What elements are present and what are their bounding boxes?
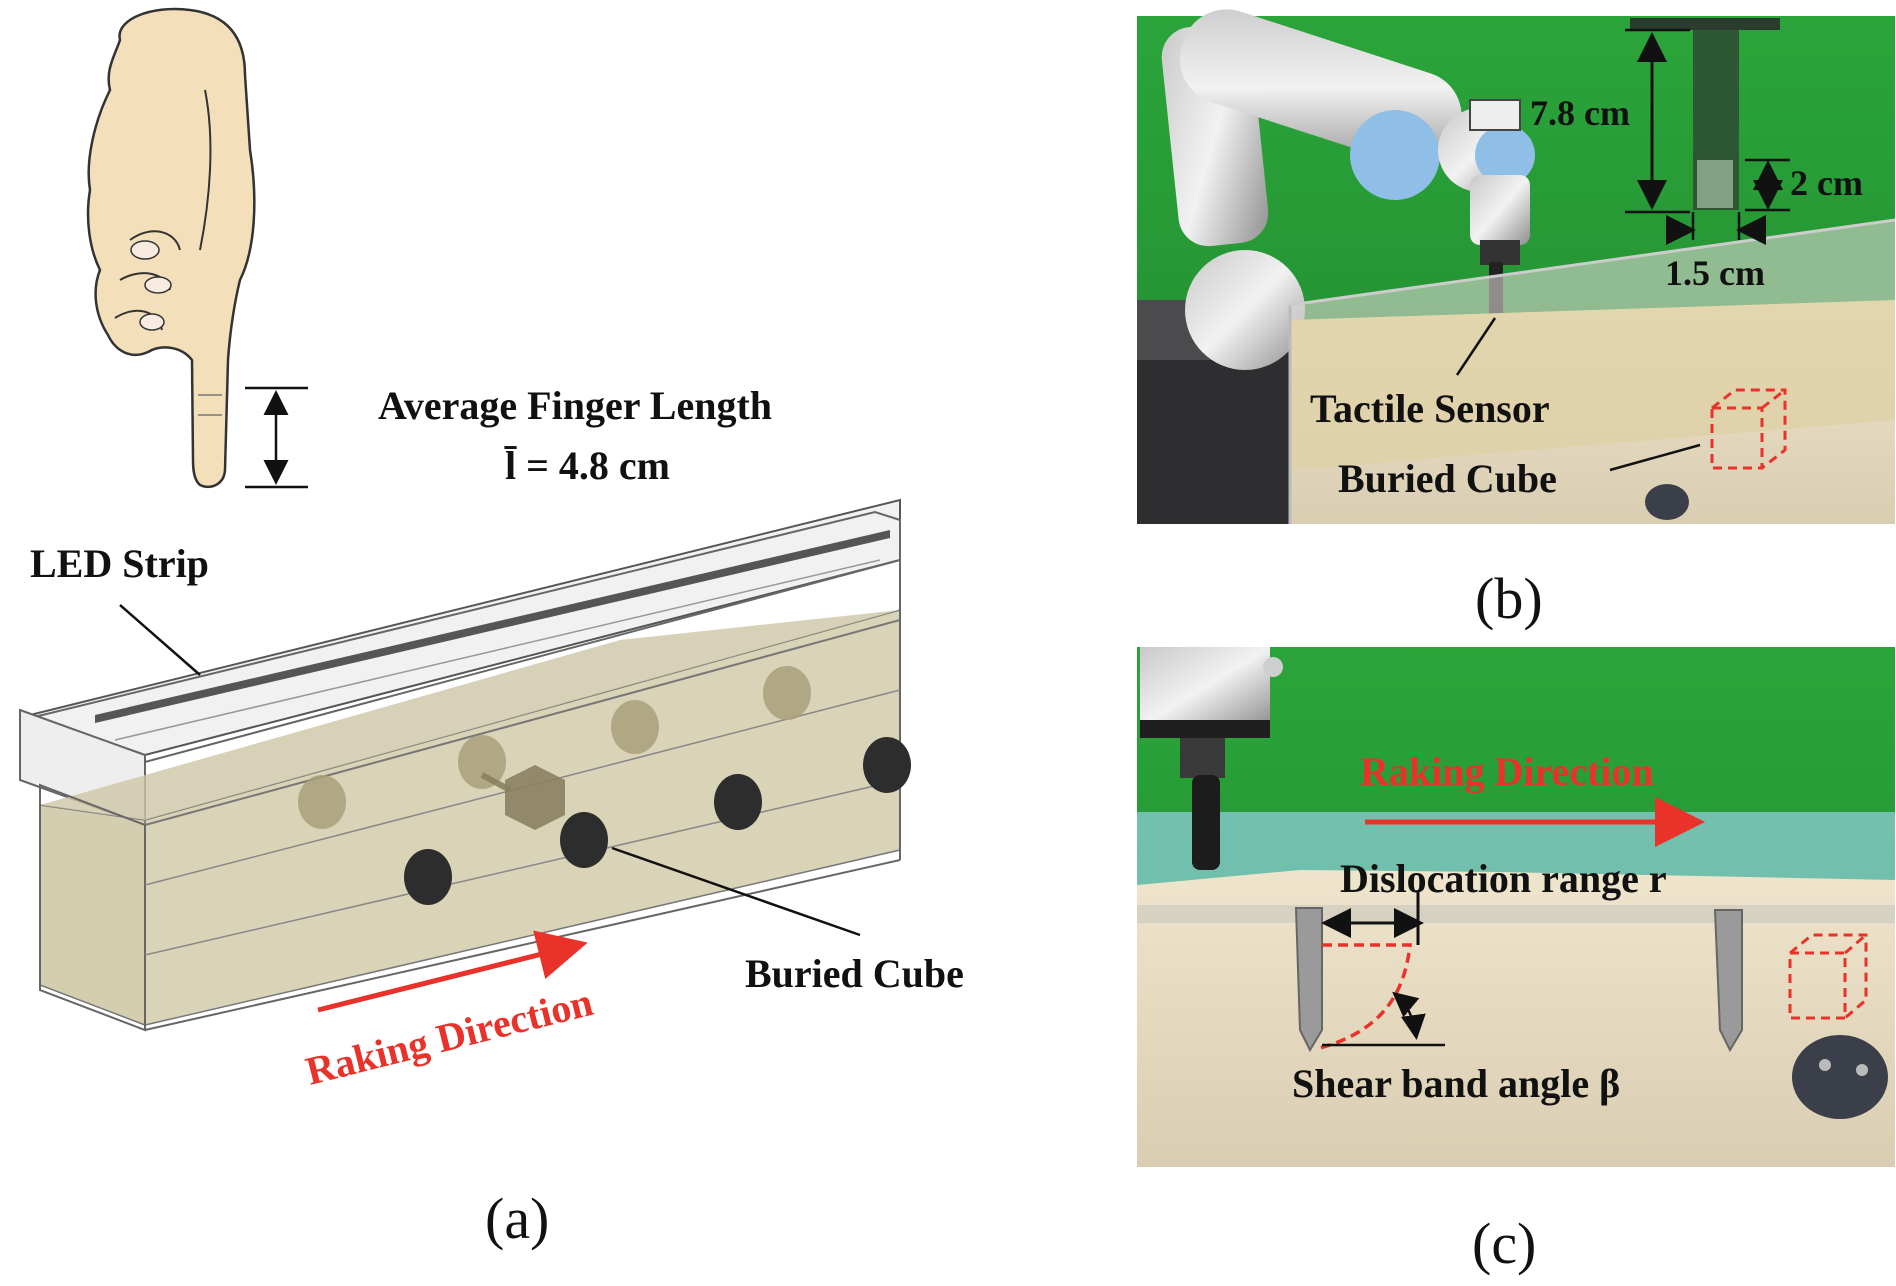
sensor-inset: [1625, 18, 1790, 245]
shear-band-curve: [1319, 943, 1412, 1050]
sand-box: [18, 498, 911, 1032]
tactile-sensor-label: Tactile Sensor: [1310, 386, 1550, 431]
panel-b-photo: [1137, 9, 1896, 524]
robot-gripper-c: [1140, 647, 1283, 870]
finger-length-value: l̄ = 4.8 cm: [505, 443, 670, 488]
caption-a: (a): [485, 1186, 550, 1251]
panel-a: Raking Direction: [18, 7, 911, 1094]
robot-arm: [1161, 9, 1535, 370]
caption-c: (c): [1472, 1211, 1537, 1276]
buried-cube-shape: [505, 765, 565, 830]
finger-length-label: Average Finger Length: [378, 383, 773, 428]
sensor-width-label: 1.5 cm: [1665, 253, 1765, 293]
caption-b: (b): [1475, 566, 1543, 631]
buried-cube-label-b: Buried Cube: [1338, 456, 1557, 501]
buried-cube-dashed-c: [1788, 933, 1868, 1020]
hand-icon: [86, 7, 256, 489]
dislocation-range-label: Dislocation range r: [1340, 856, 1667, 901]
shear-band-angle-label: Shear band angle β: [1292, 1061, 1621, 1106]
sensor-height-label: 7.8 cm: [1530, 93, 1630, 133]
panel-c-photo: [1137, 647, 1895, 1167]
raking-direction-label-c: Raking Direction: [1360, 749, 1654, 794]
buried-cube-dashed-b: [1710, 388, 1787, 470]
led-strip-label: LED Strip: [30, 541, 209, 586]
sensor-tip-label: 2 cm: [1790, 163, 1863, 203]
raking-direction-label-a: Raking Direction: [301, 979, 597, 1094]
buried-cube-label-a: Buried Cube: [745, 951, 964, 996]
